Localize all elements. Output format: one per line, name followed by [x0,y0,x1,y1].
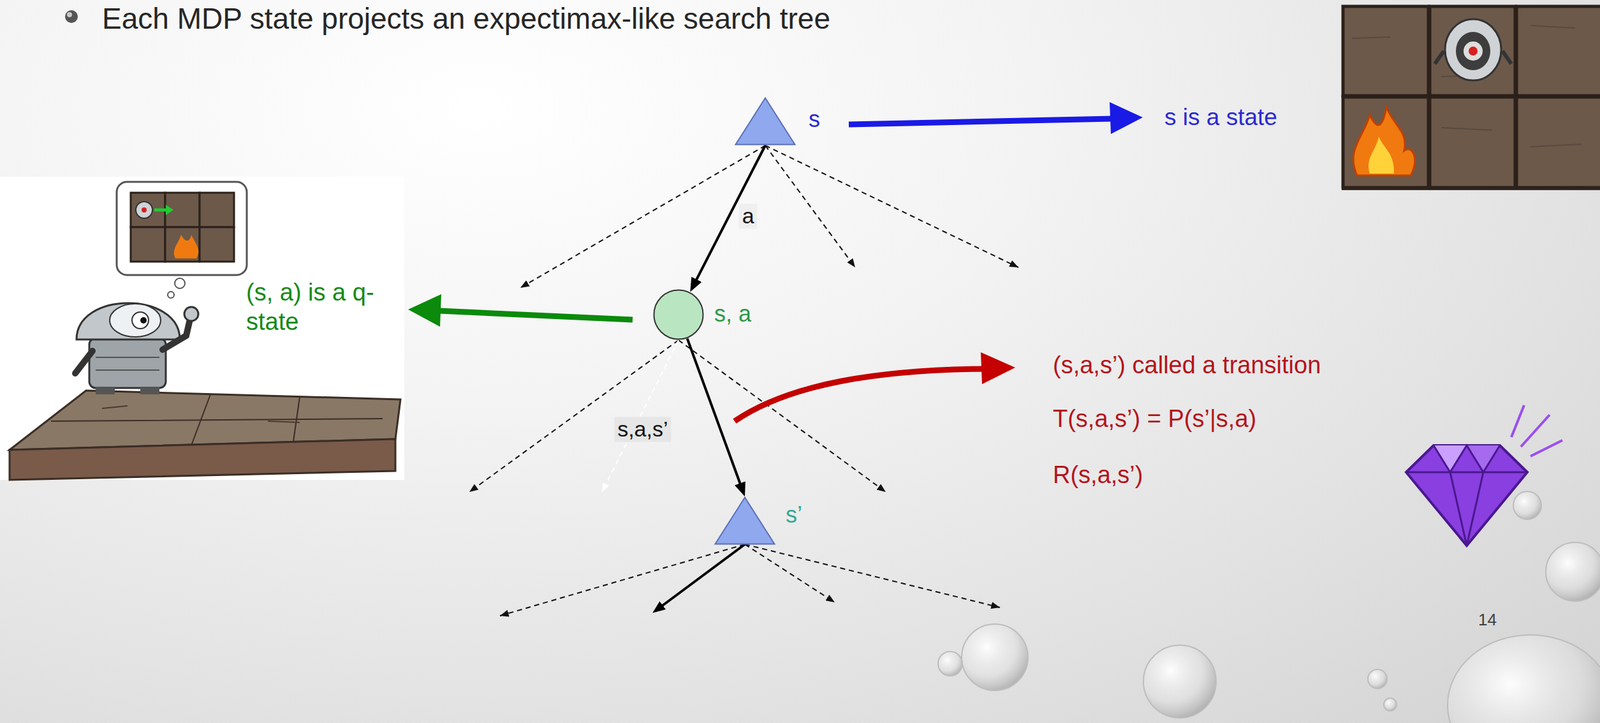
edge-label: s,a,s’ [614,417,671,442]
q-state-callout-arrow [408,293,633,327]
q-state-callout: (s, a) is a q-state [246,278,406,337]
slide-title: Each MDP state projects an expectimax-li… [102,1,831,37]
gridworld-illustration [1341,5,1600,191]
q-state-circle [653,288,705,340]
q-state-node: s, a [653,288,705,340]
edge-label: a [739,203,758,229]
next-state-node: s’ [714,496,776,545]
node-label: s’ [785,501,803,528]
tree-branch [691,145,766,289]
tree-branch [687,338,744,493]
transition-callout-arrow [734,352,1016,421]
transition-formula: T(s,a,s’) = P(s’|s,a) [1052,404,1257,434]
dashed-branch-white [601,339,679,492]
state-node: s [734,96,796,146]
dashed-branches [469,145,1019,616]
state-callout: s is a state [1164,103,1278,132]
solid-branch [655,543,745,611]
node-label: s, a [714,300,752,327]
state-triangle [734,96,796,146]
gem-illustration [1406,404,1563,546]
reward-formula: R(s,a,s’) [1052,460,1143,490]
bullet [65,10,78,23]
transition-callout: (s,a,s’) called a transition [1052,350,1321,381]
bubbles [938,491,1600,723]
state-triangle [714,496,776,545]
page-number: 14 [1478,609,1497,630]
robot-illustration [0,176,405,480]
state-callout-arrow [848,102,1143,134]
node-label: s [808,105,821,133]
